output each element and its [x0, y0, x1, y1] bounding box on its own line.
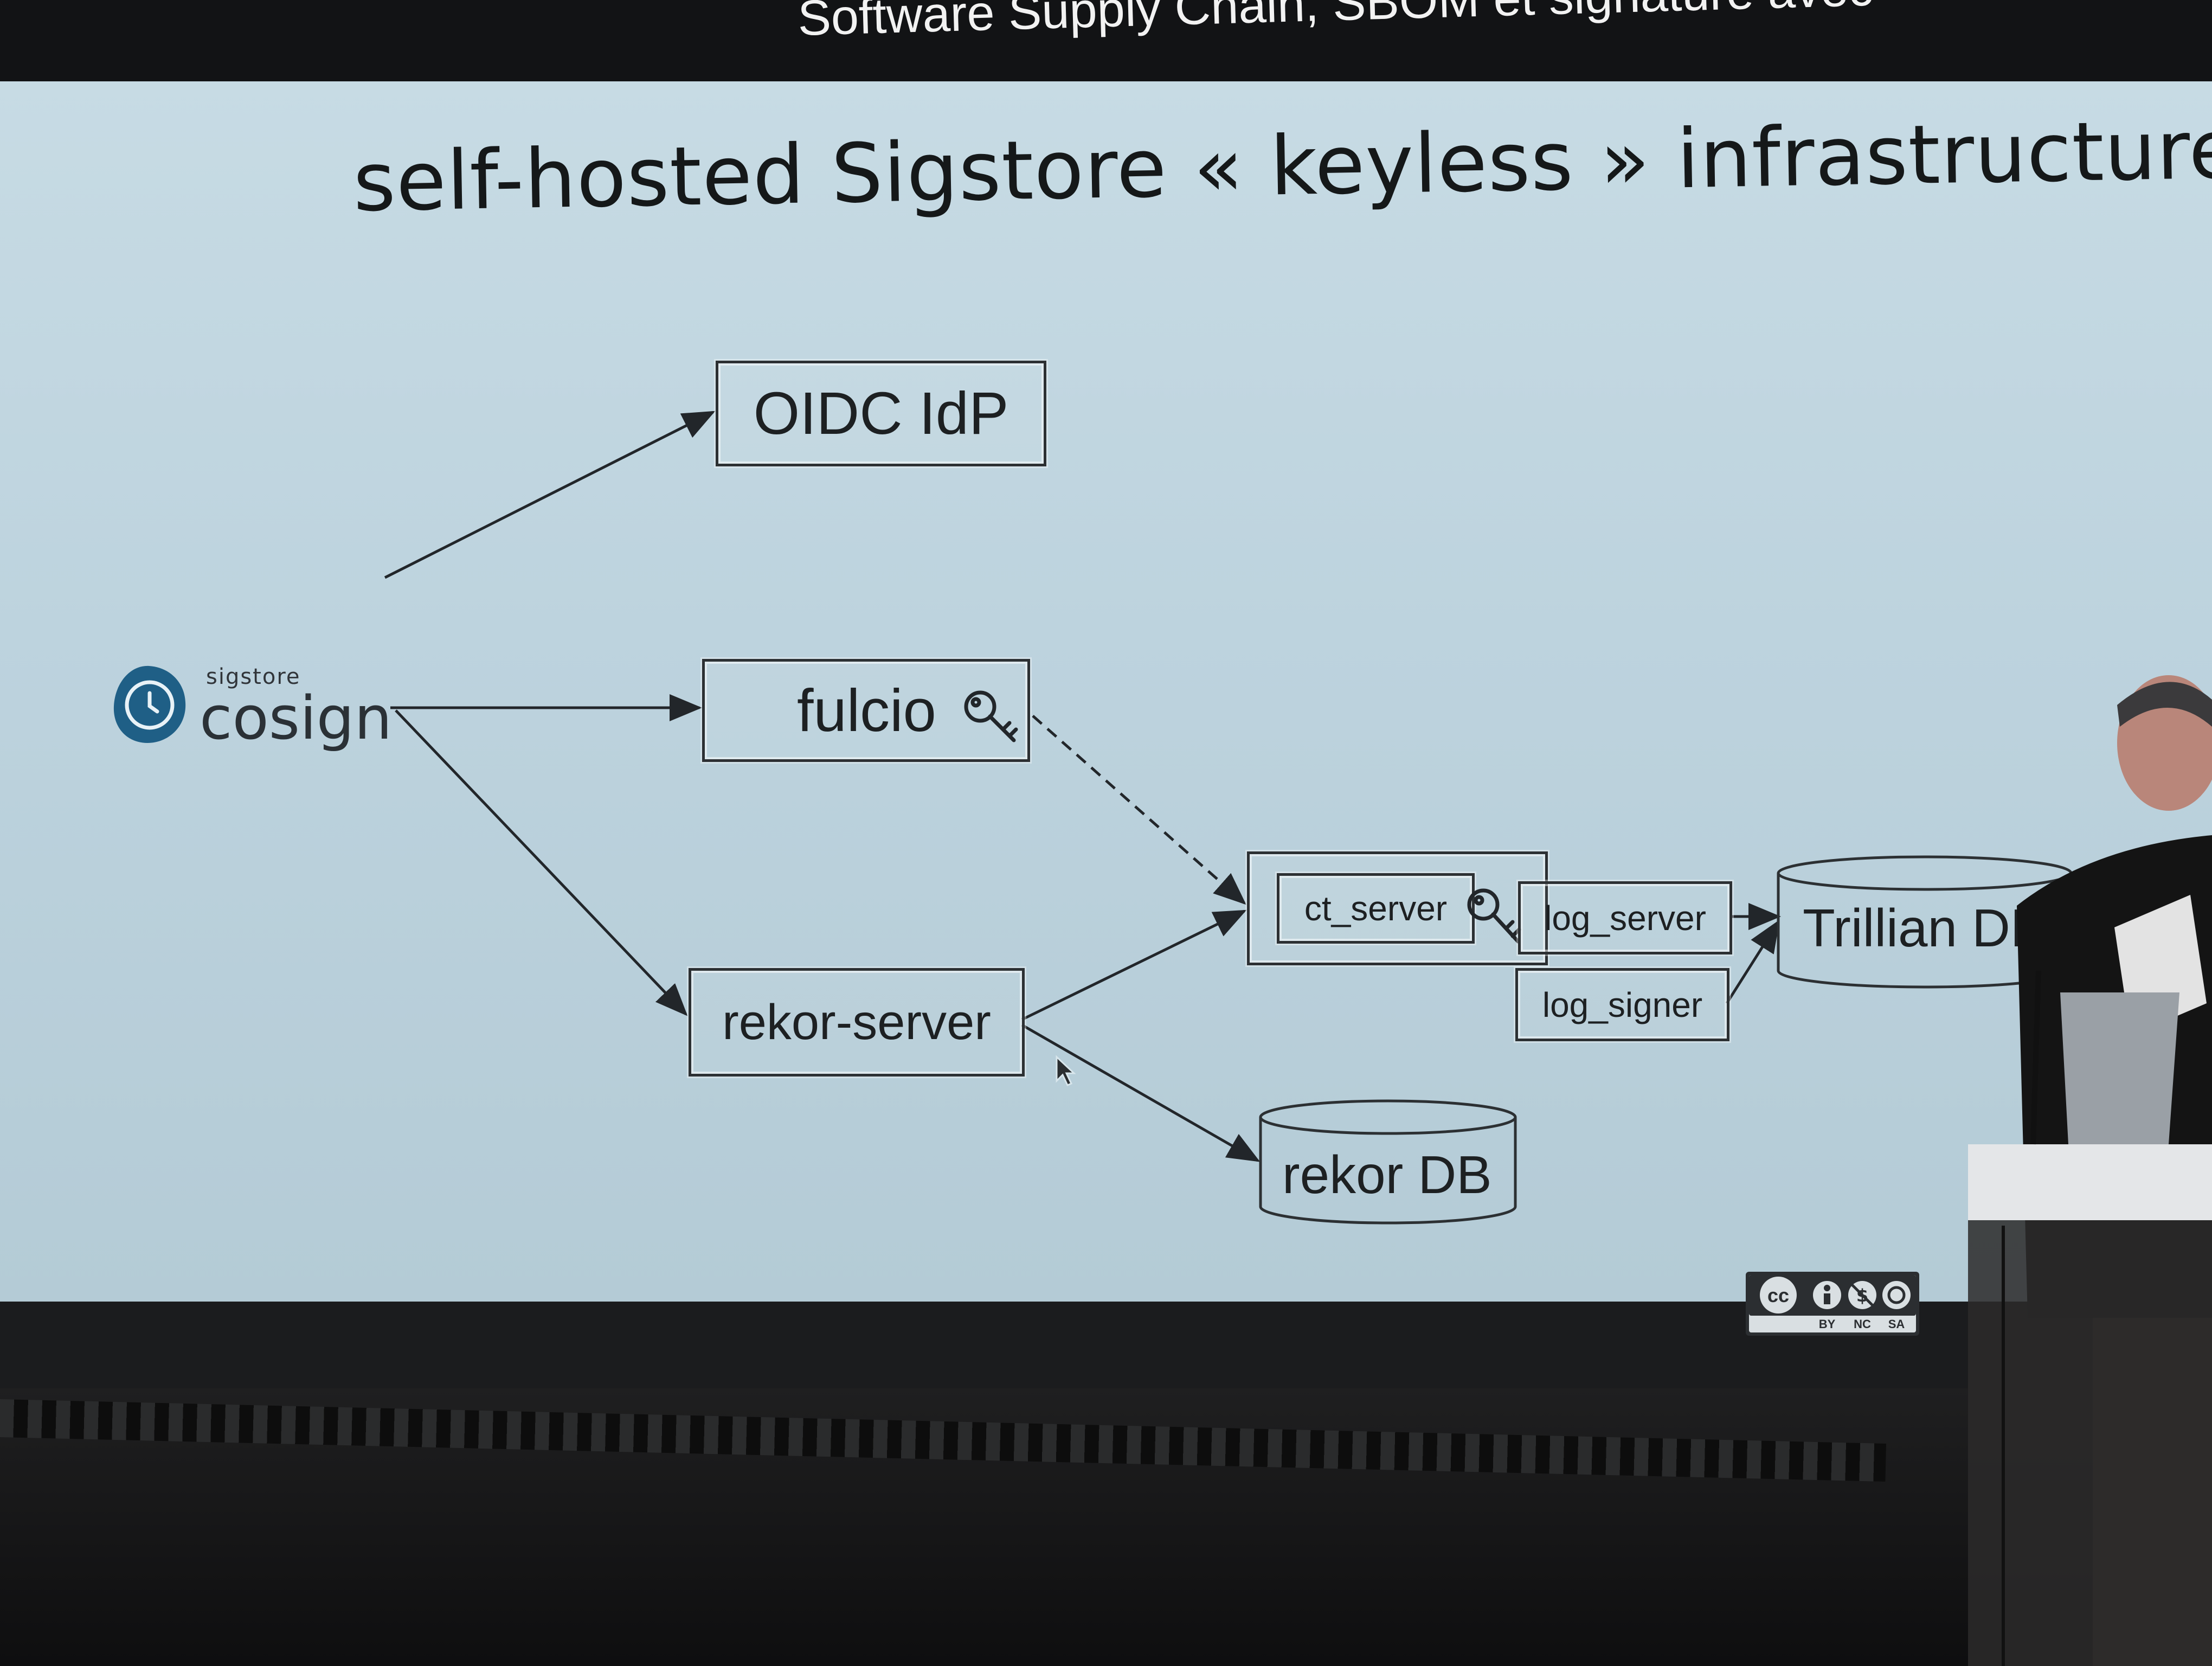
- rekor-db-label: rekor DB: [1282, 1145, 1492, 1204]
- arrow-to-rekor-server: [395, 709, 688, 1016]
- fulcio-node: fulcio: [702, 659, 1030, 762]
- arrow-rekor-to-ct: [1021, 909, 1247, 1021]
- log-server-label: log_server: [1544, 898, 1706, 938]
- fulcio-label: fulcio: [797, 677, 936, 744]
- mouse-pointer-icon: [1056, 1055, 1076, 1086]
- arrow-logsigner-to-trillian: [1725, 919, 1780, 1004]
- key-icon: [964, 690, 1018, 742]
- speaker-at-lectern: [1968, 675, 2212, 1666]
- log-signer-label: log_signer: [1542, 985, 1703, 1024]
- top-banner: Software Supply Chain, SBOM et signature…: [0, 0, 2212, 81]
- sigstore-label: sigstore: [206, 664, 301, 689]
- cc-nc: NC: [1854, 1317, 1871, 1331]
- arrow-to-oidc: [384, 411, 716, 579]
- cc-by: BY: [1819, 1317, 1836, 1331]
- cc-mark: cc: [1767, 1284, 1789, 1306]
- rekor-server-node: rekor-server: [689, 968, 1025, 1077]
- ct-server-label: ct_server: [1304, 889, 1448, 928]
- key-icon: [1467, 888, 1521, 944]
- rekor-server-label: rekor-server: [722, 994, 991, 1050]
- cc-sa: SA: [1888, 1317, 1905, 1331]
- arrow-rekor-to-rekordb: [1021, 1023, 1261, 1162]
- trillian-db-label: Trillian DB: [1803, 898, 2046, 958]
- rekor-db-cylinder: [1259, 1099, 1517, 1225]
- projection-screen: [0, 81, 2212, 1302]
- cosign-label: cosign: [200, 683, 393, 753]
- log-server-node: log_server: [1518, 881, 1732, 954]
- arrow-fulcio-to-ct: [1032, 715, 1246, 905]
- ct-server-node: ct_server: [1277, 873, 1475, 944]
- oidc-idp-node: OIDC IdP: [716, 361, 1046, 466]
- cosign-logo-icon: [113, 665, 186, 743]
- oidc-idp-label: OIDC IdP: [753, 380, 1009, 447]
- log-signer-node: log_signer: [1515, 968, 1729, 1041]
- creative-commons-icon: cc $ BY NC SA: [1746, 1272, 1919, 1336]
